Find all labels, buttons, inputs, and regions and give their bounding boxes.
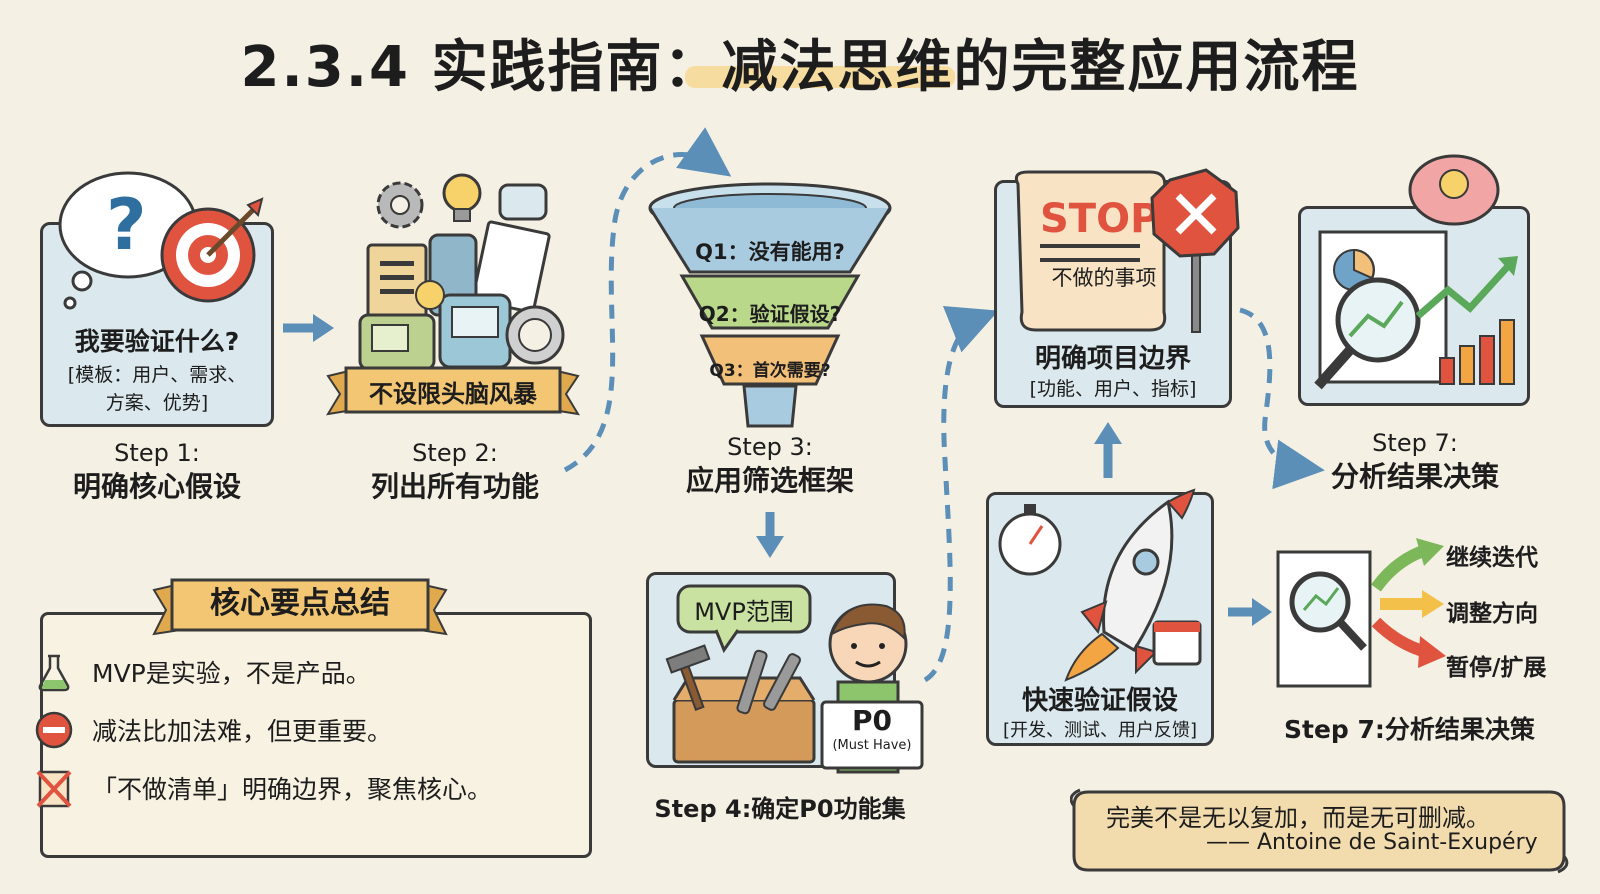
step2-ribbon-text: 不设限头脑风暴 xyxy=(369,380,537,408)
summary-item-3: 「不做清单」明确边界，聚焦核心。 xyxy=(34,768,492,808)
step5-card-sub: [开发、测试、用户反馈] xyxy=(1002,720,1198,741)
analysis-illustration xyxy=(1314,154,1518,390)
trend-arrow-icon xyxy=(1415,256,1518,319)
step2-label-en: Step 2: xyxy=(412,439,498,467)
crossed-list-icon xyxy=(36,770,72,808)
step1-card-template-cont: 方案、优势] xyxy=(105,392,209,414)
summary-item-1-text: MVP是实验，不是产品。 xyxy=(92,659,371,688)
mvp-bubble-text: MVP范围 xyxy=(694,598,794,626)
arrow-step6-to-step7 xyxy=(1239,307,1325,490)
funnel-layer-q1 xyxy=(648,207,892,274)
p0-sign-main: P0 xyxy=(851,704,892,737)
question-mark-icon: ? xyxy=(106,184,147,266)
arrow-continue-icon xyxy=(1371,538,1444,592)
summary-item-3-text: 「不做清单」明确边界，聚焦核心。 xyxy=(92,775,493,804)
step1-card-title: 我要验证什么? xyxy=(74,327,240,356)
target-icon xyxy=(160,197,264,303)
summary-item-2-text: 减法比加法难，但更重要。 xyxy=(92,717,393,746)
brainstorm-pile-illustration xyxy=(358,173,565,371)
decision-illustration xyxy=(1276,538,1446,688)
step1-card-template: [模板：用户、需求、 xyxy=(67,364,247,386)
step1-label: Step 1: 明确核心假设 xyxy=(40,436,274,504)
gear-icon xyxy=(376,181,424,229)
funnel-q3-text: Q3：首次需要? xyxy=(709,361,831,381)
calendar-icon xyxy=(1152,620,1202,666)
clock-icon xyxy=(505,305,565,365)
step3-label-cn: 应用筛选框架 xyxy=(685,464,854,497)
question-target-illustration: ? xyxy=(58,171,264,310)
funnel-layer-q3 xyxy=(699,334,841,386)
arrow-step5-to-step6 xyxy=(1094,422,1122,478)
quote-text: 完美不是无以复加，而是无可删减。 xyxy=(1106,804,1490,832)
arrow-step3-to-step4 xyxy=(756,512,784,558)
stopwatch-icon xyxy=(998,504,1062,576)
mvp-speech-bubble xyxy=(676,584,812,654)
brain-icon xyxy=(1408,154,1500,226)
step7-label-cn: 分析结果决策 xyxy=(1330,460,1499,493)
device-icon xyxy=(358,313,436,371)
arrow-step4-to-step6 xyxy=(923,305,999,683)
rocket-illustration xyxy=(998,488,1202,682)
chat-icon xyxy=(498,183,548,221)
stop-stamp-text: STOP xyxy=(1040,196,1159,242)
stop-scroll-illustration: STOP xyxy=(1014,168,1240,333)
summary-item-1: MVP是实验，不是产品。 xyxy=(34,652,371,692)
summary-panel xyxy=(40,612,592,858)
funnel-spout xyxy=(742,384,798,428)
step6-card-sub: [功能、用户、指标] xyxy=(1029,378,1197,400)
step2-label: Step 2: 列出所有功能 xyxy=(330,436,580,504)
filter-funnel xyxy=(648,182,892,428)
step7-bottom-label: Step 7:分析结果决策 xyxy=(1284,715,1535,744)
bulb-small-icon xyxy=(415,280,445,310)
arrow-step2-to-step3 xyxy=(563,127,732,473)
step3-label-en: Step 3: xyxy=(727,433,813,461)
magnifier-icon xyxy=(1314,277,1421,390)
step1-label-en: Step 1: xyxy=(114,439,200,467)
scroll-icon xyxy=(1014,170,1167,332)
funnel-q1-text: Q1：没有能用? xyxy=(695,240,845,264)
outcome-continue: 继续迭代 xyxy=(1446,545,1538,571)
step4-label: Step 4:确定P0功能集 xyxy=(654,795,906,823)
flask-icon xyxy=(38,654,70,692)
quote-author: —— Antoine de Saint-Exupéry xyxy=(1206,830,1538,855)
arrow-step5-to-outcomes xyxy=(1228,598,1272,626)
funnel-layer-q2 xyxy=(679,274,861,330)
outcome-adjust: 调整方向 xyxy=(1446,601,1538,627)
p0-sign xyxy=(820,700,924,770)
arrow-step1-to-step2 xyxy=(283,314,334,342)
step2-label-cn: 列出所有功能 xyxy=(370,470,539,503)
arrow-adjust-icon xyxy=(1380,590,1444,618)
summary-item-2: 减法比加法难，但更重要。 xyxy=(34,710,392,750)
toolbox-illustration xyxy=(665,584,924,774)
step3-label: Step 3: 应用筛选框架 xyxy=(660,430,880,498)
title-highlight xyxy=(685,66,955,88)
developer-avatar xyxy=(828,603,908,774)
rocket-icon xyxy=(1064,488,1196,682)
stop-sign-icon xyxy=(1150,168,1240,333)
step1-label-cn: 明确核心假设 xyxy=(72,470,241,503)
bar-chart-icon xyxy=(1439,319,1515,385)
lightbulb-icon xyxy=(442,173,482,222)
gamepad-icon xyxy=(438,293,512,369)
p0-sign-sub: (Must Have) xyxy=(832,738,912,753)
outcome-pause-expand: 暂停/扩展 xyxy=(1446,655,1547,681)
arrow-pause-icon xyxy=(1371,617,1446,668)
report-magnifier-icon xyxy=(1276,550,1372,688)
wrench-icon xyxy=(736,649,801,715)
page-title: 2.3.4 实践指南：减法思维的完整应用流程 xyxy=(240,35,1360,100)
step7-label-en: Step 7: xyxy=(1372,429,1458,457)
clipboard-icon xyxy=(366,243,428,323)
summary-banner xyxy=(152,578,448,636)
summary-heading: 核心要点总结 xyxy=(210,586,390,621)
scroll-not-do-text: 不做的事项 xyxy=(1051,266,1157,290)
funnel-q2-text: Q2：验证假设? xyxy=(698,302,842,326)
step6-card-title: 明确项目边界 xyxy=(1034,344,1191,374)
quote-scroll xyxy=(1070,788,1569,874)
minus-circle-icon xyxy=(35,711,73,749)
step5-card-title: 快速验证假设 xyxy=(1021,686,1178,716)
hammer-icon xyxy=(665,644,711,711)
step7-label: Step 7: 分析结果决策 xyxy=(1310,426,1520,494)
step2-ribbon xyxy=(326,366,580,416)
